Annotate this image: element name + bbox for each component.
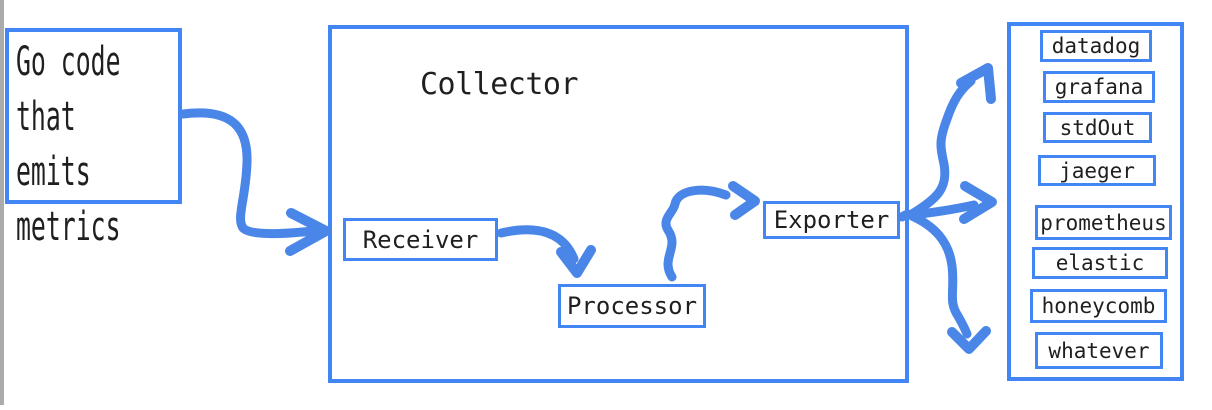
node-sink-grafana: grafana (1043, 71, 1155, 103)
arrow-exporter-fanout-middle-head (959, 181, 997, 224)
arrow-note-to-collector-head (285, 208, 331, 256)
exporter-label: Exporter (773, 206, 890, 234)
receiver-label: Receiver (362, 225, 479, 254)
node-sink-whatever: whatever (1035, 332, 1163, 369)
node-sink-elastic: elastic (1032, 247, 1168, 279)
processor-label: Processor (566, 292, 698, 320)
arrow-exporter-fanout-down (907, 211, 972, 339)
sink-label: datadog (1051, 34, 1141, 58)
node-processor: Processor (558, 284, 706, 328)
arrow-exporter-fanout-down-head (947, 326, 991, 354)
sink-label: elastic (1055, 251, 1145, 275)
arrow-note-to-collector (178, 108, 319, 239)
sink-label: jaeger (1059, 158, 1135, 183)
node-sink-jaeger: jaeger (1038, 155, 1156, 186)
sink-label: prometheus (1040, 210, 1167, 235)
go-code-note-label: Go code that emits metrics (16, 39, 121, 250)
sink-label: grafana (1054, 75, 1144, 99)
arrow-exporter-fanout-up (907, 76, 976, 219)
collector-title: Collector (420, 67, 579, 102)
node-sink-stdout: stdOut (1043, 112, 1152, 143)
node-sink-honeycomb: honeycomb (1030, 289, 1167, 323)
arrow-exporter-fanout-up-head (956, 63, 996, 104)
node-receiver: Receiver (343, 218, 498, 261)
node-sink-prometheus: prometheus (1035, 205, 1172, 240)
sink-label: stdOut (1059, 115, 1136, 140)
node-sink-datadog: datadog (1040, 30, 1152, 62)
window-edge-strip (0, 0, 4, 405)
sink-label: honeycomb (1041, 294, 1156, 318)
sink-label: whatever (1048, 338, 1150, 363)
node-go-code-note: Go code that emits metrics (5, 28, 182, 250)
arrow-exporter-fanout-middle (907, 200, 979, 220)
node-exporter: Exporter (763, 201, 900, 239)
